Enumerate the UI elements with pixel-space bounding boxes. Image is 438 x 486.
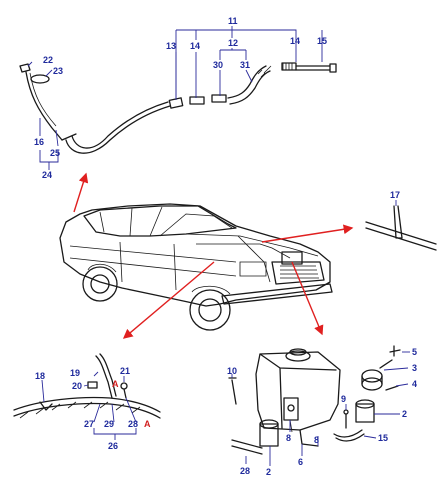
callout-5: 5 xyxy=(412,347,418,357)
callout-26: 26 xyxy=(108,441,119,451)
callout-20: 20 xyxy=(72,381,83,391)
car-illustration xyxy=(59,203,333,331)
callout-2-lower: 2 xyxy=(266,467,272,477)
callout-a-bottom: A xyxy=(144,419,151,429)
callout-18: 18 xyxy=(35,371,46,381)
callout-4: 4 xyxy=(412,379,418,389)
leader-lines xyxy=(27,26,410,466)
callout-3: 3 xyxy=(412,363,418,373)
callout-29: 29 xyxy=(104,419,115,429)
callout-8-right: 8 xyxy=(314,435,320,445)
callout-17: 17 xyxy=(390,190,401,200)
callout-30: 30 xyxy=(213,60,224,70)
callout-14: 14 xyxy=(190,41,201,51)
callout-15-lower: 15 xyxy=(378,433,389,443)
callout-9: 9 xyxy=(341,394,347,404)
pointer-arrows xyxy=(73,172,354,339)
washer-reservoir-assembly xyxy=(228,345,401,455)
callout-19: 19 xyxy=(70,368,81,378)
callout-8-left: 8 xyxy=(286,433,292,443)
callout-14-right: 14 xyxy=(290,36,301,46)
bonnet-nozzle-assembly xyxy=(13,353,161,419)
callout-31: 31 xyxy=(240,60,251,70)
washer-jet-nozzle xyxy=(19,63,63,141)
callout-2-right: 2 xyxy=(402,409,408,419)
callout-6: 6 xyxy=(298,457,304,467)
callout-12: 12 xyxy=(228,38,239,48)
hose-clip xyxy=(365,205,437,251)
callout-15: 15 xyxy=(317,36,328,46)
callout-16: 16 xyxy=(34,137,45,147)
callout-24: 24 xyxy=(42,170,53,180)
washer-hose-assembly xyxy=(61,62,337,154)
callout-28: 28 xyxy=(128,419,139,429)
callout-27: 27 xyxy=(84,419,95,429)
callout-21: 21 xyxy=(120,366,131,376)
callout-11: 11 xyxy=(228,16,238,26)
callout-22: 22 xyxy=(43,55,54,65)
callout-13: 13 xyxy=(166,41,177,51)
callout-10: 10 xyxy=(227,366,238,376)
callout-23: 23 xyxy=(53,66,64,76)
callout-25: 25 xyxy=(50,148,61,158)
callout-a-top: A xyxy=(112,379,119,389)
callout-28-lower: 28 xyxy=(240,466,251,476)
